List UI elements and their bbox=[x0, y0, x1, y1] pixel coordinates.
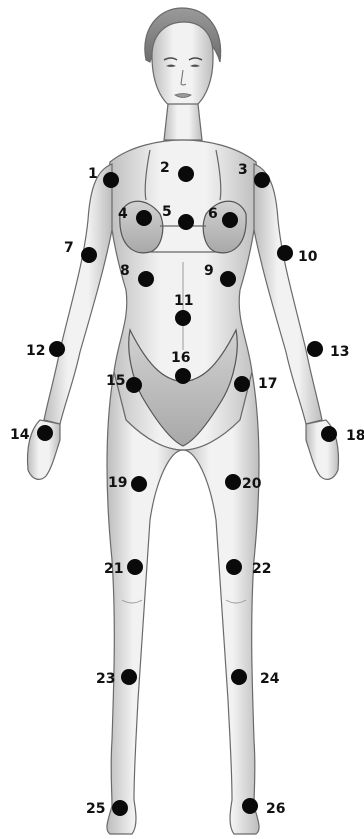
marker-18: 18 bbox=[321, 426, 364, 444]
marker-label-23: 23 bbox=[96, 671, 115, 687]
marker-label-26: 26 bbox=[266, 801, 285, 817]
marker-dot-14 bbox=[37, 425, 53, 441]
marker-20: 20 bbox=[225, 474, 262, 492]
marker-dot-11 bbox=[175, 310, 191, 326]
marker-label-5: 5 bbox=[162, 204, 172, 220]
left-arm bbox=[44, 164, 112, 424]
marker-label-18: 18 bbox=[346, 428, 364, 444]
marker-dot-24 bbox=[231, 669, 247, 685]
marker-12: 12 bbox=[26, 341, 65, 359]
marker-13: 13 bbox=[307, 341, 349, 360]
marker-dot-18 bbox=[321, 426, 337, 442]
marker-dot-12 bbox=[49, 341, 65, 357]
marker-17: 17 bbox=[234, 376, 277, 392]
marker-dot-2 bbox=[178, 166, 194, 182]
marker-dot-22 bbox=[226, 559, 242, 575]
marker-dot-16 bbox=[175, 368, 191, 384]
marker-label-6: 6 bbox=[208, 206, 218, 222]
marker-label-14: 14 bbox=[10, 427, 30, 443]
marker-25: 25 bbox=[86, 800, 128, 817]
marker-label-13: 13 bbox=[330, 344, 349, 360]
marker-dot-6 bbox=[222, 212, 238, 228]
marker-dot-4 bbox=[136, 210, 152, 226]
marker-dot-7 bbox=[81, 247, 97, 263]
marker-dot-15 bbox=[126, 377, 142, 393]
marker-24: 24 bbox=[231, 669, 280, 687]
marker-dot-5 bbox=[178, 214, 194, 230]
marker-dot-26 bbox=[242, 798, 258, 814]
marker-label-16: 16 bbox=[171, 350, 190, 366]
marker-label-20: 20 bbox=[242, 476, 262, 492]
marker-label-4: 4 bbox=[118, 206, 128, 222]
marker-label-22: 22 bbox=[252, 561, 271, 577]
marker-dot-20 bbox=[225, 474, 241, 490]
marker-dot-3 bbox=[254, 172, 270, 188]
marker-dot-21 bbox=[127, 559, 143, 575]
marker-dot-23 bbox=[121, 669, 137, 685]
marker-label-8: 8 bbox=[120, 263, 130, 279]
marker-dot-1 bbox=[103, 172, 119, 188]
figure-silhouette bbox=[28, 8, 339, 834]
marker-label-24: 24 bbox=[260, 671, 280, 687]
marker-dot-17 bbox=[234, 376, 250, 392]
neck bbox=[164, 104, 202, 140]
marker-label-12: 12 bbox=[26, 343, 45, 359]
marker-dot-13 bbox=[307, 341, 323, 357]
marker-label-3: 3 bbox=[238, 162, 248, 178]
marker-label-17: 17 bbox=[258, 376, 277, 392]
marker-dot-8 bbox=[138, 271, 154, 287]
marker-label-10: 10 bbox=[298, 249, 318, 265]
marker-label-19: 19 bbox=[108, 475, 127, 491]
marker-dot-25 bbox=[112, 800, 128, 816]
marker-label-9: 9 bbox=[204, 263, 214, 279]
marker-label-21: 21 bbox=[104, 561, 123, 577]
marker-label-15: 15 bbox=[106, 373, 125, 389]
marker-dot-9 bbox=[220, 271, 236, 287]
marker-label-7: 7 bbox=[64, 240, 74, 256]
marker-dot-10 bbox=[277, 245, 293, 261]
marker-dot-19 bbox=[131, 476, 147, 492]
marker-label-1: 1 bbox=[88, 166, 98, 182]
marker-label-11: 11 bbox=[174, 293, 193, 309]
head bbox=[152, 22, 213, 112]
marker-label-2: 2 bbox=[160, 160, 170, 176]
marker-label-25: 25 bbox=[86, 801, 105, 817]
